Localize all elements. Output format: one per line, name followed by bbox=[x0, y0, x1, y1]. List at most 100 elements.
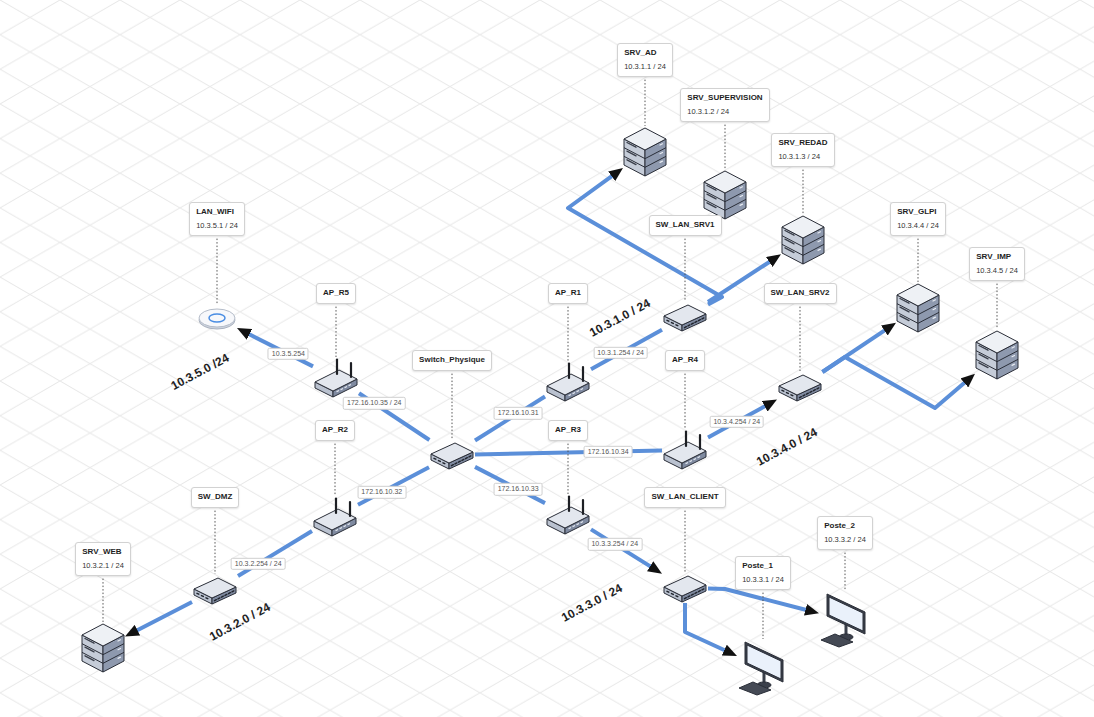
device-name: Switch_Physique bbox=[419, 355, 485, 365]
device-icon bbox=[313, 358, 359, 398]
icon-detail bbox=[685, 326, 687, 328]
device-name: SRV_AD bbox=[624, 48, 666, 58]
leader-line bbox=[662, 430, 663, 431]
interface-ip: 10.3.4.254 / 24 bbox=[709, 415, 764, 427]
icon-detail bbox=[900, 307, 909, 312]
network-link bbox=[568, 174, 722, 305]
callout-box: LAN_WIFI10.3.5.1 / 24 bbox=[189, 202, 245, 236]
interface-ip: 10.3.3.254 / 24 bbox=[587, 538, 642, 550]
icon-detail bbox=[85, 639, 94, 644]
icon-detail bbox=[707, 194, 716, 199]
access-point-node: LAN_WIFI10.3.5.1 / 24 bbox=[197, 305, 237, 331]
device-icon bbox=[429, 440, 475, 470]
icon-detail bbox=[82, 652, 124, 663]
ip-address: 10.3.1.3 / 24 bbox=[778, 152, 827, 161]
device-name: SW_LAN_SRV1 bbox=[656, 220, 715, 230]
icon-face bbox=[829, 597, 863, 631]
icon-detail bbox=[814, 389, 816, 391]
icon-detail bbox=[685, 432, 687, 447]
leader-line bbox=[725, 125, 726, 169]
server-node: SRV_AD10.3.1.1 / 24 bbox=[623, 127, 667, 177]
icon-detail bbox=[818, 249, 821, 250]
icon-face bbox=[897, 284, 939, 306]
device-name: Poste_1 bbox=[742, 561, 784, 571]
callout-box: SRV_WEB10.3.2.1 / 24 bbox=[75, 542, 131, 576]
leader-line bbox=[568, 307, 569, 361]
leader-line bbox=[103, 579, 104, 622]
icon-detail bbox=[581, 521, 583, 523]
icon-detail bbox=[569, 394, 571, 396]
icon-detail bbox=[688, 324, 690, 326]
callout-box: AP_R4 bbox=[665, 350, 705, 371]
icon-face bbox=[664, 305, 706, 325]
network-link bbox=[134, 602, 192, 632]
icon-face bbox=[827, 594, 865, 634]
icon-detail bbox=[660, 161, 663, 162]
server-node: SRV_IMP10.3.4.5 / 24 bbox=[975, 330, 1019, 380]
icon-detail bbox=[676, 324, 678, 326]
device-name: SRV_WEB bbox=[82, 547, 124, 557]
interface-ip: 172.16.10.32 bbox=[357, 486, 406, 498]
interface-ip: 172.16.10.33 bbox=[494, 483, 543, 495]
icon-detail bbox=[229, 592, 231, 594]
icon-detail bbox=[660, 152, 663, 153]
icon-detail bbox=[782, 244, 824, 255]
leader-line bbox=[819, 592, 820, 593]
ip-address: 10.3.4.4 / 24 bbox=[897, 221, 939, 230]
icon-detail bbox=[340, 527, 342, 529]
icon-detail bbox=[699, 590, 701, 592]
icon-detail bbox=[782, 390, 784, 392]
leader-line bbox=[896, 283, 897, 284]
ip-address: 10.3.1.2 / 24 bbox=[687, 107, 762, 116]
icon-detail bbox=[897, 304, 939, 315]
device-name: AP_R2 bbox=[322, 425, 348, 435]
device-icon bbox=[975, 330, 1019, 380]
leader-line bbox=[685, 239, 686, 301]
network-address: 10.3.2.0 / 24 bbox=[207, 600, 273, 644]
icon-detail bbox=[627, 151, 636, 156]
device-icon bbox=[737, 640, 789, 696]
device-icon bbox=[896, 283, 940, 333]
device-icon bbox=[662, 573, 708, 603]
icon-face bbox=[779, 375, 821, 395]
leader-line bbox=[662, 302, 663, 303]
icon-detail bbox=[667, 591, 669, 593]
switch-node: SW_DMZ bbox=[192, 575, 238, 605]
icon-detail bbox=[785, 239, 794, 244]
ip-address: 10.3.3.2 / 24 bbox=[824, 535, 866, 544]
icon-detail bbox=[704, 199, 746, 210]
icon-detail bbox=[82, 644, 124, 655]
leader-line bbox=[763, 593, 764, 639]
icon-detail bbox=[740, 204, 743, 205]
callout-box: SRV_SUPERVISION10.3.1.2 / 24 bbox=[680, 88, 769, 122]
interface-ip: 10.3.2.254 / 24 bbox=[231, 558, 286, 570]
icon-detail bbox=[740, 195, 743, 196]
leader-line bbox=[645, 80, 646, 126]
icon-detail bbox=[695, 321, 697, 323]
icon-detail bbox=[624, 156, 666, 167]
device-icon bbox=[312, 497, 358, 537]
icon-detail bbox=[817, 387, 819, 389]
switch-node: Switch_Physique bbox=[429, 440, 475, 470]
icon-detail bbox=[976, 351, 1018, 362]
workstation-node: Poste_110.3.3.1 / 24 bbox=[737, 640, 789, 696]
leader-line bbox=[703, 170, 704, 171]
network-link bbox=[238, 531, 312, 576]
icon-detail bbox=[690, 460, 692, 462]
leader-line bbox=[918, 239, 919, 282]
icon-detail bbox=[349, 384, 351, 386]
icon-detail bbox=[704, 191, 746, 202]
device-icon bbox=[781, 215, 825, 265]
device-name: AP_R3 bbox=[555, 425, 581, 435]
icon-detail bbox=[582, 500, 584, 514]
network-link bbox=[685, 603, 728, 652]
icon-detail bbox=[439, 460, 441, 462]
device-icon bbox=[819, 592, 871, 648]
network-link bbox=[358, 467, 429, 505]
icon-face bbox=[976, 331, 1018, 353]
device-icon bbox=[197, 305, 237, 331]
callout-box: Switch_Physique bbox=[412, 350, 492, 371]
icon-detail bbox=[577, 523, 579, 525]
icon-detail bbox=[685, 597, 687, 599]
